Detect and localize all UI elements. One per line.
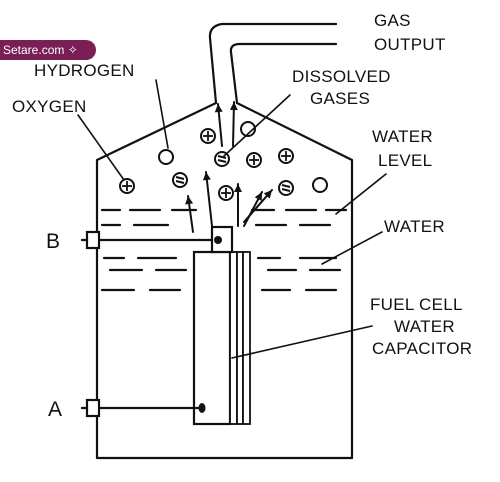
gas-arrow [185,195,194,233]
terminal-b-connector [80,230,214,250]
gas-flow-arrows [185,101,273,233]
gas-arrow [229,101,238,147]
water-leader [321,231,383,265]
water-level-label-line2: LEVEL [378,151,432,170]
hydrogen-leader [155,79,169,149]
arrow-head [263,190,272,199]
terminal-b-contact [214,236,222,244]
arrow-head [234,184,242,192]
dissolved-gases-label-line2: GASES [310,89,370,108]
fuel-cell-label-line1: FUEL CELL [370,295,463,314]
terminal-a-contact [198,403,206,413]
hydrogen-bubble [158,149,174,165]
site-watermark: Setare.com ✧ [0,40,96,60]
gas-arrow [214,103,223,147]
oxygen-bubble [119,178,135,194]
gas-arrow [243,189,273,223]
arrow-head [185,196,194,205]
gas-arrow [243,191,263,227]
terminal-a-label: A [48,398,62,421]
arrow-head [254,192,262,201]
hydrogen-bubble [240,121,256,137]
dissolved-gases-leader [223,94,291,157]
fuel-cell-leader [231,325,373,359]
oxygen-bubble [246,152,262,168]
water-dashes [100,208,348,292]
oxygen-leader [77,114,125,181]
gas-arrow [202,171,213,227]
oxygen-bubble [218,185,234,201]
water-level-label-line1: WATER [372,127,433,146]
hydrogen-label: HYDROGEN [34,61,135,80]
oxygen-label: OXYGEN [12,97,87,116]
water-label: WATER [384,217,445,236]
gas-bubbles [119,121,328,201]
leader-lines [77,79,387,359]
fuel-cell-capacitor [192,225,251,426]
vessel-outline [95,101,354,460]
fuel-cell-label-line3: CAPACITOR [372,339,472,358]
oxygen-bubble [200,128,216,144]
arrow-head [229,102,238,111]
gas-output-label-line1: GAS [374,11,411,30]
arrow-head [202,172,211,181]
arrow-head [214,104,223,113]
hydrogen-bubble [312,177,328,193]
gas-output-label-line2: OUTPUT [374,35,446,54]
fuel-cell-label-line2: WATER [394,317,455,336]
dissolved-gas-bubble [278,180,294,196]
terminal-a-connector [80,398,200,418]
gas-output-pipe [208,22,338,105]
water-level-leader [335,173,387,215]
dissolved-gas-bubble [172,172,188,188]
terminal-b-label: B [46,230,60,253]
oxygen-bubble [278,148,294,164]
dissolved-gases-label-line1: DISSOLVED [292,67,391,86]
gas-arrow [234,183,242,227]
